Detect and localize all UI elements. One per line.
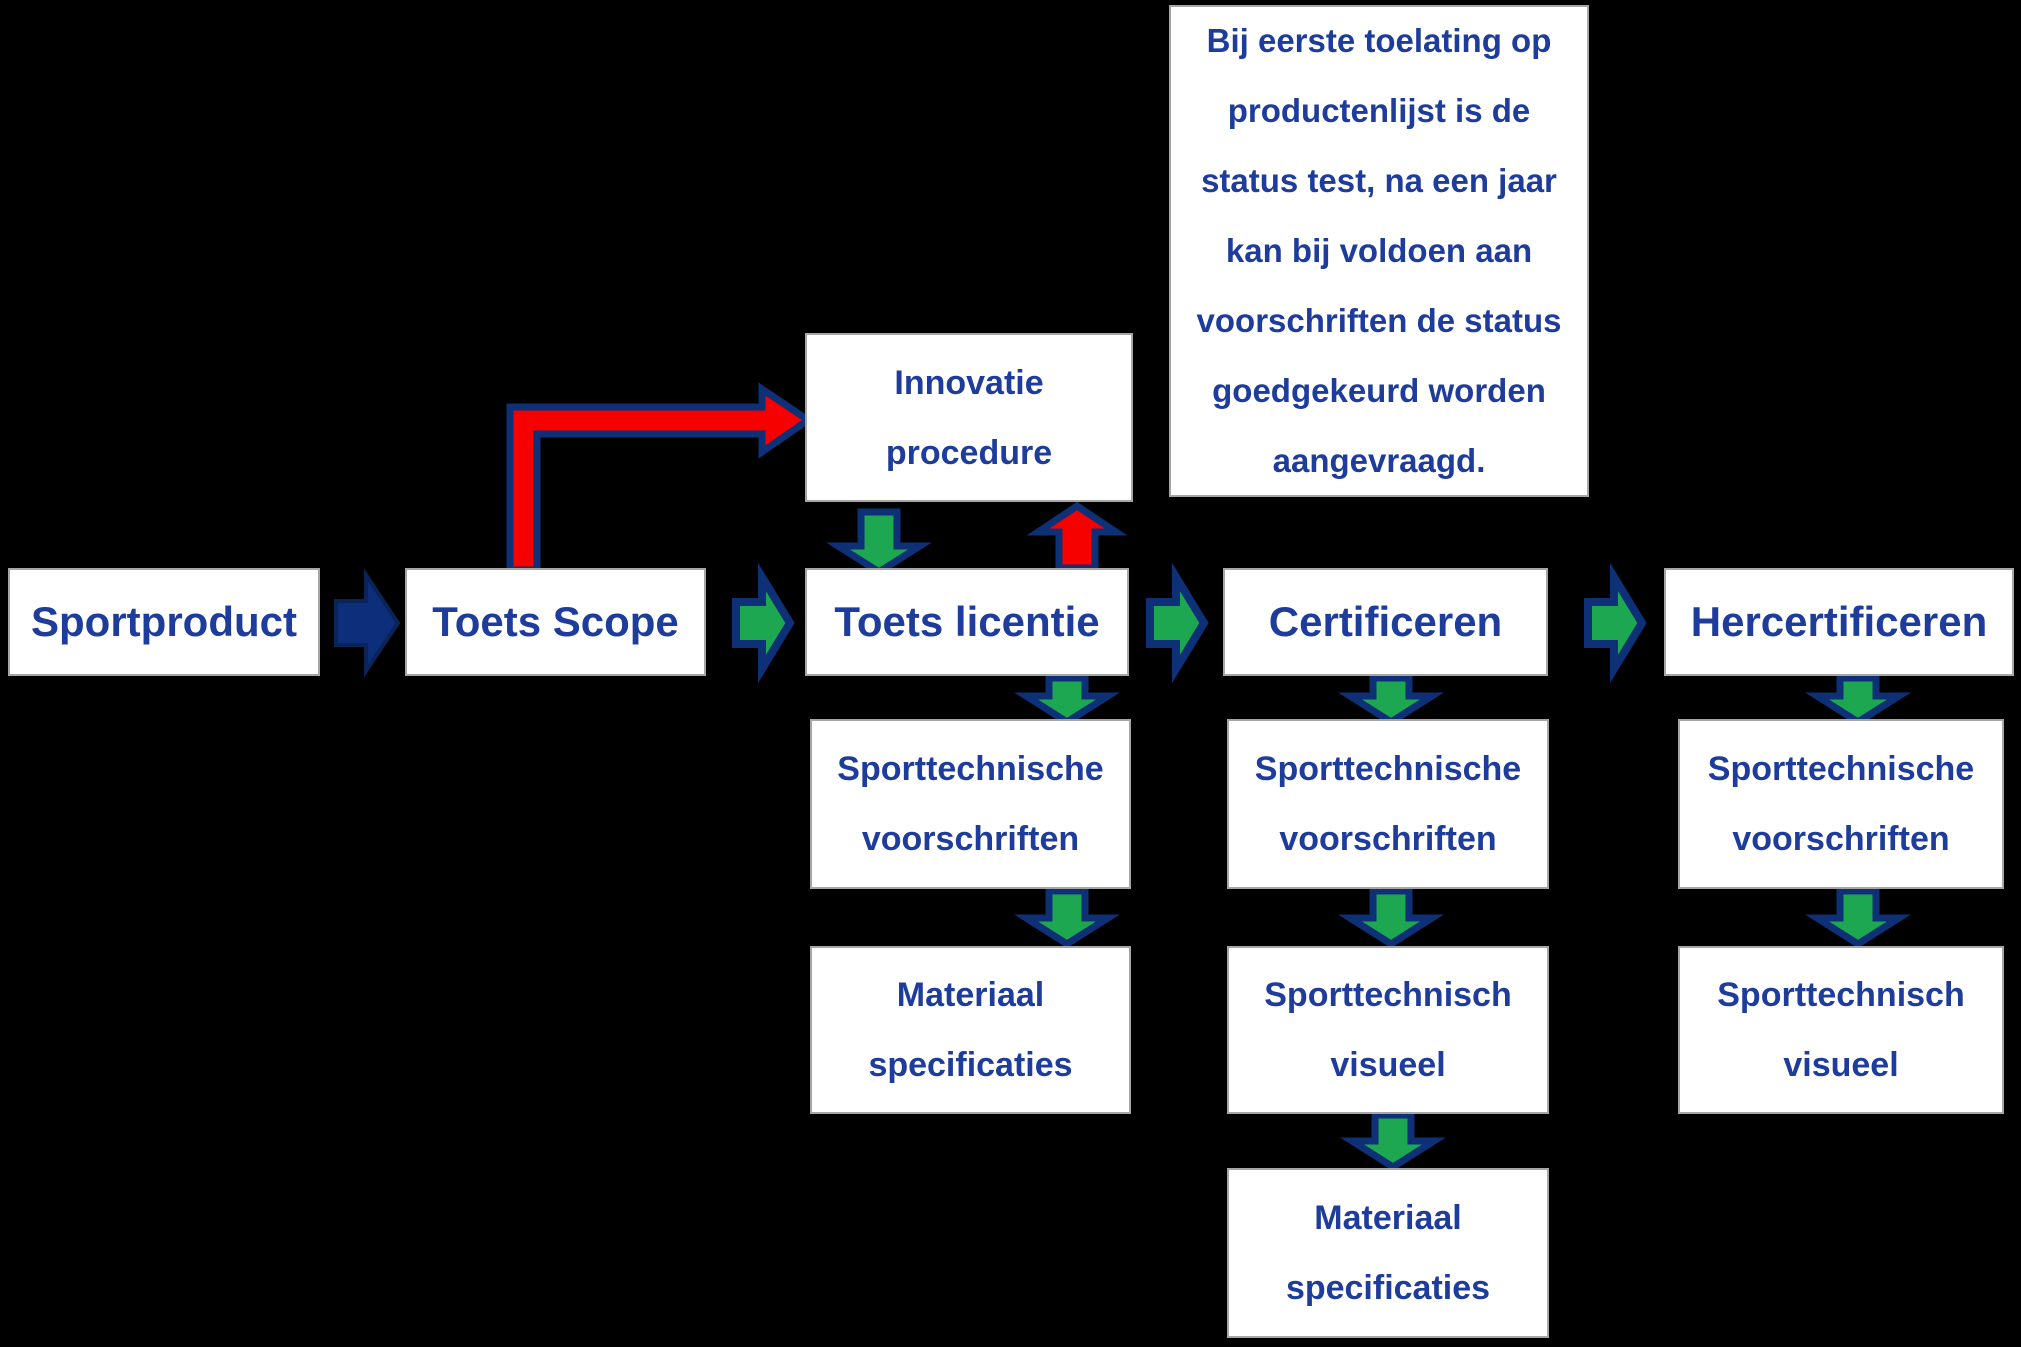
box-label: Sportproduct bbox=[31, 597, 297, 645]
arrow-right-toetslicentie-to-certificeren-icon bbox=[1146, 562, 1209, 684]
arrow-down-voorschriften-to-visueel-icon bbox=[1337, 887, 1445, 949]
box-label: voorschriften bbox=[1732, 820, 1950, 858]
box-label: voorschriften bbox=[861, 820, 1080, 858]
box-label: Materiaal bbox=[896, 976, 1045, 1014]
box-hercertificeren-sporttechnische-voorschriften: Sporttechnische voorschriften bbox=[1678, 719, 2004, 889]
arrow-down-voorschriften-to-materiaal-icon bbox=[1013, 887, 1121, 949]
arrow-elbow-toetsscope-to-innovatie-icon bbox=[506, 382, 815, 574]
note-box: Bij eerste toelating op productenlijst i… bbox=[1169, 5, 1589, 497]
box-label: specificaties bbox=[868, 1046, 1073, 1084]
box-label: procedure bbox=[885, 433, 1053, 472]
note-line: status test, na een jaar bbox=[1201, 162, 1557, 199]
box-hercertificeren: Hercertificeren bbox=[1664, 568, 2014, 676]
box-label: Sporttechnische bbox=[1254, 750, 1522, 788]
arrow-right-sportproduct-to-toetsscope-icon bbox=[334, 568, 401, 678]
arrow-up-toetslicentie-to-innovatie-icon bbox=[1026, 501, 1128, 572]
box-label: visueel bbox=[1783, 1046, 1899, 1084]
box-label: Sporttechnisch bbox=[1717, 976, 1965, 1014]
box-label: Hercertificeren bbox=[1690, 597, 1988, 645]
box-toets-licentie: Toets licentie bbox=[805, 568, 1129, 676]
note-line: kan bij voldoen aan bbox=[1225, 232, 1533, 269]
box-certificeren-sporttechnische-voorschriften: Sporttechnische voorschriften bbox=[1227, 719, 1549, 889]
box-label: Sporttechnische bbox=[837, 750, 1104, 788]
box-label: Sporttechnisch bbox=[1264, 976, 1512, 1014]
note-line: Bij eerste toelating op bbox=[1206, 22, 1552, 59]
box-label: Toets Scope bbox=[432, 597, 679, 645]
box-hercertificeren-sporttechnisch-visueel: Sporttechnisch visueel bbox=[1678, 946, 2004, 1114]
box-label: specificaties bbox=[1285, 1269, 1491, 1307]
box-label: Innovatie bbox=[894, 363, 1044, 402]
box-toets-scope: Toets Scope bbox=[405, 568, 706, 676]
note-line: productenlijst is de bbox=[1227, 92, 1531, 129]
arrow-down-voorschriften-to-visueel-2-icon bbox=[1804, 887, 1912, 949]
box-toetslicentie-materiaal-specificaties: Materiaal specificaties bbox=[810, 946, 1131, 1114]
note-line: aangevraagd. bbox=[1272, 442, 1486, 479]
box-certificeren-sporttechnisch-visueel: Sporttechnisch visueel bbox=[1227, 946, 1549, 1114]
box-label: Certificeren bbox=[1268, 597, 1503, 645]
arrow-down-toetslicentie-to-voorschriften-icon bbox=[1013, 674, 1121, 727]
box-label: voorschriften bbox=[1279, 820, 1497, 858]
arrow-right-toetsscope-to-toetslicentie-icon bbox=[732, 562, 795, 684]
arrow-down-hercertificeren-to-voorschriften-icon bbox=[1804, 674, 1912, 727]
box-sportproduct: Sportproduct bbox=[8, 568, 320, 676]
arrow-right-certificeren-to-hercertificeren-icon bbox=[1584, 562, 1647, 684]
box-label: Materiaal bbox=[1314, 1199, 1462, 1237]
box-label: Sporttechnische bbox=[1707, 750, 1975, 788]
box-innovatie-procedure: Innovatie procedure bbox=[805, 333, 1133, 502]
box-label: Toets licentie bbox=[834, 597, 1100, 645]
box-toetslicentie-sporttechnische-voorschriften: Sporttechnische voorschriften bbox=[810, 719, 1131, 889]
note-line: voorschriften de status bbox=[1196, 302, 1562, 339]
box-certificeren-materiaal-specificaties: Materiaal specificaties bbox=[1227, 1168, 1549, 1338]
arrow-down-innovatie-to-toetslicentie-icon bbox=[825, 508, 933, 577]
arrow-down-certificeren-to-voorschriften-icon bbox=[1337, 674, 1445, 727]
note-line: goedgekeurd worden bbox=[1212, 372, 1546, 409]
box-label: visueel bbox=[1330, 1046, 1446, 1084]
box-certificeren: Certificeren bbox=[1223, 568, 1548, 676]
arrow-down-visueel-to-materiaal-icon bbox=[1339, 1111, 1447, 1172]
